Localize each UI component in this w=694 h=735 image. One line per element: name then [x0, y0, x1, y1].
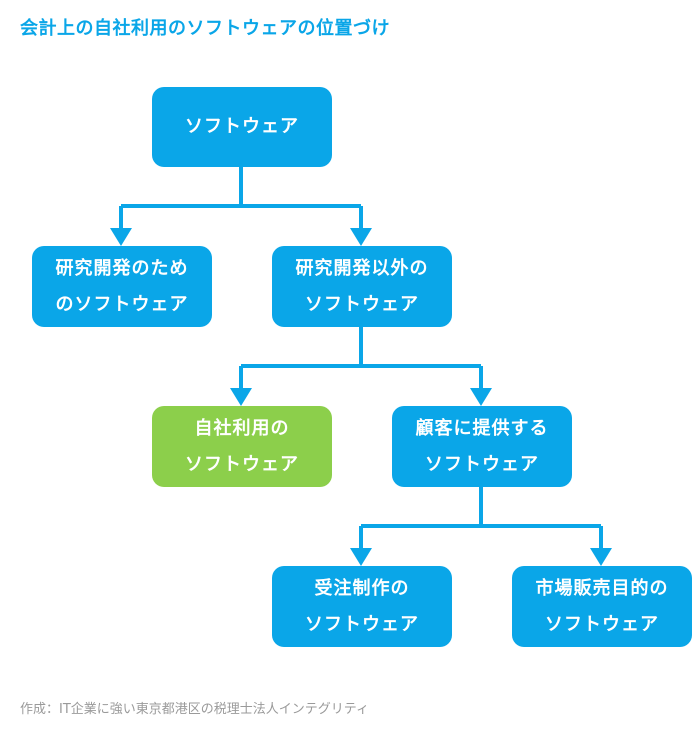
diagram-title: 会計上の自社利用のソフトウェアの位置づけ: [20, 18, 390, 39]
node-rnd-software-line1: 研究開発のため: [55, 257, 189, 279]
node-market-sale-software-line1: 市場販売目的の: [535, 577, 669, 599]
node-non-rnd-software: 研究開発以外の ソフトウェア: [272, 246, 452, 327]
node-software-label: ソフトウェア: [185, 116, 299, 137]
node-customer-software: 顧客に提供する ソフトウェア: [392, 406, 572, 487]
node-internal-use-software: 自社利用の ソフトウェア: [152, 406, 332, 487]
node-customer-software-line1: 顧客に提供する: [415, 417, 549, 439]
node-customer-software-line2: ソフトウェア: [425, 453, 539, 475]
node-market-sale-software-line2: ソフトウェア: [545, 613, 659, 635]
node-rnd-software-line2: のソフトウェア: [55, 293, 189, 315]
arrowhead-internal-use: [230, 388, 252, 406]
node-contract-software-line2: ソフトウェア: [305, 613, 419, 635]
node-software: ソフトウェア: [152, 87, 332, 167]
node-rnd-software: 研究開発のため のソフトウェア: [32, 246, 212, 327]
node-non-rnd-software-line1: 研究開発以外の: [295, 257, 429, 279]
source-credit: 作成：IT企業に強い東京都港区の税理士法人インテグリティ: [20, 702, 369, 717]
arrowhead-customer: [470, 388, 492, 406]
arrowhead-non-rnd: [350, 228, 372, 246]
node-contract-software-line1: 受注制作の: [314, 577, 410, 599]
node-contract-software: 受注制作の ソフトウェア: [272, 566, 452, 647]
arrowhead-contract: [350, 548, 372, 566]
arrowhead-market-sale: [590, 548, 612, 566]
node-internal-use-software-line1: 自社利用の: [194, 417, 290, 439]
node-market-sale-software: 市場販売目的の ソフトウェア: [512, 566, 692, 647]
arrowhead-rnd: [110, 228, 132, 246]
node-non-rnd-software-line2: ソフトウェア: [305, 293, 419, 315]
node-internal-use-software-line2: ソフトウェア: [185, 453, 299, 475]
